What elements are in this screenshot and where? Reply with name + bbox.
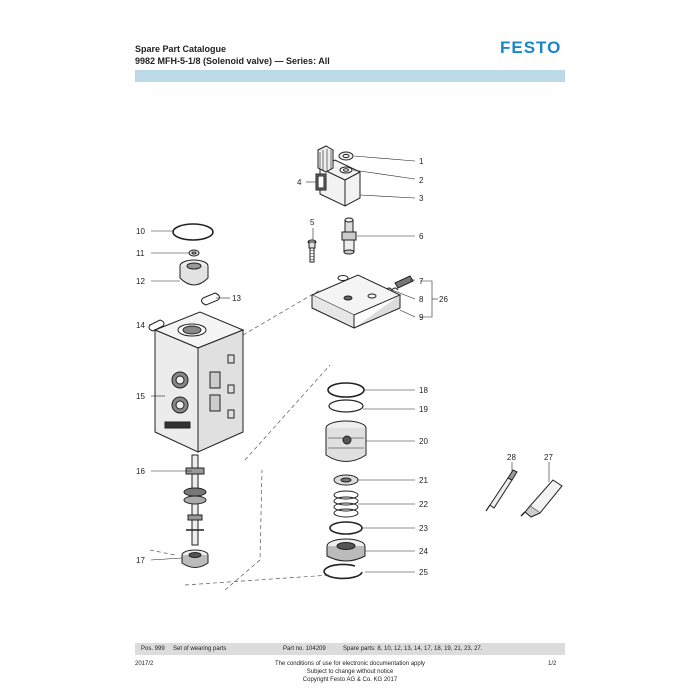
callout-6: 6: [419, 232, 424, 241]
callout-3: 3: [419, 194, 424, 203]
mounting-tool: [485, 469, 518, 512]
pilot-housing: [310, 274, 402, 329]
valve-spool: [183, 454, 207, 546]
pilot-pin: [394, 275, 414, 289]
seal-14: [148, 319, 165, 332]
o-ring-19: [328, 399, 364, 413]
callout-15: 15: [136, 392, 145, 401]
spool-seat: [181, 549, 209, 568]
change-notice: Subject to change without notice: [306, 669, 394, 675]
valve-body: [153, 311, 245, 453]
callout-21: 21: [419, 476, 428, 485]
piston: [326, 538, 366, 562]
callout-14: 14: [136, 321, 145, 330]
callout-20: 20: [419, 437, 428, 446]
grease-tube: [520, 479, 563, 518]
callout-4: 4: [297, 178, 302, 187]
callout-18: 18: [419, 386, 428, 395]
callout-28: 28: [507, 453, 516, 462]
callout-1: 1: [419, 157, 424, 166]
o-ring-23: [329, 521, 363, 535]
set-description: Set of wearing parts: [173, 646, 227, 652]
callout-13: 13: [232, 294, 241, 303]
callout-23: 23: [419, 524, 428, 533]
spare-parts-list: Spare parts: 8, 10, 12, 13, 14, 17, 18, …: [343, 646, 483, 652]
callout-11: 11: [136, 249, 145, 258]
callout-12: 12: [136, 277, 145, 286]
piston-spring: [333, 490, 359, 518]
callout-9: 9: [419, 313, 424, 322]
coil-nut: [338, 151, 354, 161]
o-ring-18: [327, 382, 365, 398]
callout-26: 26: [439, 295, 448, 304]
catalogue-title: Spare Part Catalogue: [135, 44, 227, 54]
end-cap: [179, 259, 209, 286]
coil-washer: [339, 166, 353, 174]
position-number: Pos. 999: [141, 646, 165, 652]
callout-10: 10: [136, 227, 145, 236]
footer-notice: The conditions of use for electronic doc…: [230, 660, 470, 684]
screw: [307, 239, 317, 263]
callout-27: 27: [544, 453, 553, 462]
callout-25: 25: [419, 568, 428, 577]
circlip: [323, 563, 363, 580]
callout-2: 2: [419, 176, 424, 185]
wearing-parts-bar: Pos. 999 Set of wearing parts Part no. 1…: [135, 643, 565, 655]
callout-7: 7: [419, 277, 424, 286]
conditions-text: The conditions of use for electronic doc…: [274, 661, 426, 667]
copyright-text: Copyright Festo AG & Co. KG 2017: [302, 677, 398, 683]
callout-5: 5: [310, 218, 315, 227]
callout-16: 16: [136, 467, 145, 476]
callout-24: 24: [419, 547, 428, 556]
armature-tube: [341, 217, 357, 255]
callout-17: 17: [136, 556, 145, 565]
catalogue-subtitle: 9982 MFH-5-1/8 (Solenoid valve) — Series…: [135, 56, 330, 66]
callout-19: 19: [419, 405, 428, 414]
o-ring-top: [172, 223, 214, 241]
callout-8: 8: [419, 295, 424, 304]
page-number: 1/2: [548, 661, 557, 667]
seal-13: [201, 292, 220, 306]
assembly-dashed-lines: [149, 289, 331, 591]
part-number: Part no. 104209: [283, 646, 326, 652]
solenoid-coil: [315, 145, 361, 207]
cap-nut: [188, 249, 200, 257]
callout-labels: 1 2 3 4 5 6 7 8 9 10 11 12 13 14 15 16 1…: [136, 157, 553, 577]
edition-date: 2017/2: [135, 661, 154, 667]
leader-lines: [149, 155, 550, 573]
callout-22: 22: [419, 500, 428, 509]
piston-housing: [325, 420, 367, 462]
festo-logo: FESTO: [500, 38, 562, 57]
header-band: [135, 70, 565, 82]
